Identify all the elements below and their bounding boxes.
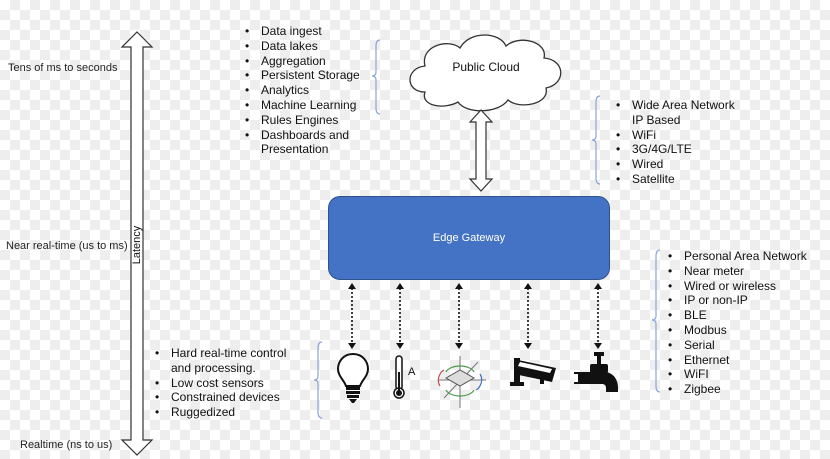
public-cloud-shape xyxy=(409,34,562,112)
pan-item: Zigbee xyxy=(666,382,807,397)
latency-bottom-label: Realtime (ns to us) xyxy=(20,439,113,451)
thermometer-icon xyxy=(393,355,405,399)
cloud-gateway-arrow xyxy=(468,109,494,192)
wan-item: Wide Area Network xyxy=(614,98,735,113)
pan-item: Serial xyxy=(666,338,807,353)
latency-middle-label: Near real-time (us to ms) xyxy=(6,240,128,252)
cloud-feature-item: Analytics xyxy=(243,83,360,98)
pan-item: Personal Area Network xyxy=(666,249,807,264)
water-faucet-icon xyxy=(574,352,618,392)
edge-gateway-box: Edge Gateway xyxy=(328,196,610,280)
cloud-feature-item: Data ingest xyxy=(243,24,360,39)
edge-gateway-label: Edge Gateway xyxy=(432,232,506,244)
edge-device-feature-item: Low cost sensors xyxy=(153,376,286,391)
pan-brace xyxy=(651,249,661,393)
latency-arrow xyxy=(120,31,154,456)
wan-item: Wired xyxy=(614,157,735,172)
edge-device-feature-item: Constrained devices xyxy=(153,390,286,405)
latency-axis-label: Latency xyxy=(131,225,143,265)
pan-item: IP or non-IP xyxy=(666,293,807,308)
wan-item: 3G/4G/LTE xyxy=(614,142,735,157)
edge-device-feature-item: Hard real-time control xyxy=(153,346,286,361)
pan-item: Wired or wireless xyxy=(666,279,807,294)
public-cloud-label: Public Cloud xyxy=(452,60,520,74)
pan-item: Near meter xyxy=(666,264,807,279)
pan-item: Modbus xyxy=(666,323,807,338)
cloud-feature-item: Rules Engines xyxy=(243,113,360,128)
gyroscope-icon xyxy=(437,356,486,408)
cloud-feature-item: Machine Learning xyxy=(243,98,360,113)
cloud-feature-item: Dashboards and xyxy=(243,128,360,143)
pan-item: BLE xyxy=(666,308,807,323)
lightbulb-icon xyxy=(336,352,370,403)
edge-device-feature-item: Ruggedized xyxy=(153,405,286,420)
latency-top-label: Tens of ms to seconds xyxy=(8,62,118,74)
cloud-feature-item: Persistent Storage xyxy=(243,68,360,83)
thermometer-letter: A xyxy=(408,366,416,378)
wan-item: IP Based xyxy=(632,112,681,127)
cloud-features-brace xyxy=(371,39,381,115)
cloud-feature-item: Data lakes xyxy=(243,39,360,54)
cloud-feature-item: Presentation xyxy=(261,142,329,157)
wan-brace xyxy=(591,95,601,185)
cloud-feature-item: Aggregation xyxy=(243,54,360,69)
cloud-features-list: Data ingest Data lakes Aggregation Persi… xyxy=(243,24,360,157)
edge-devices-brace xyxy=(313,341,323,419)
pan-list: Personal Area Network Near meter Wired o… xyxy=(666,249,807,397)
pan-item: WiFI xyxy=(666,367,807,382)
wan-list: Wide Area Network IP Based WiFi 3G/4G/LT… xyxy=(614,98,735,187)
security-camera-icon xyxy=(510,358,556,386)
pan-item: Ethernet xyxy=(666,353,807,368)
wan-item: WiFi xyxy=(614,128,735,143)
edge-device-feature-item: and processing. xyxy=(171,360,256,375)
wan-item: Satellite xyxy=(614,172,735,187)
edge-device-features-list: Hard real-time control and processing. L… xyxy=(153,346,286,420)
